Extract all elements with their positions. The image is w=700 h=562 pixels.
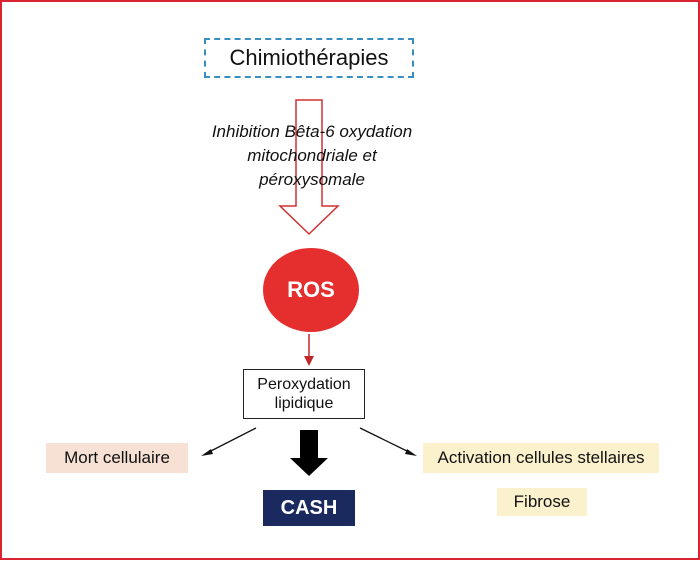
arrow-to-mort xyxy=(206,427,257,454)
mort-cellulaire-box: Mort cellulaire xyxy=(46,443,188,473)
arrow-to-cash xyxy=(290,430,328,476)
cash-label: CASH xyxy=(280,496,338,519)
mort-cellulaire-label: Mort cellulaire xyxy=(64,448,170,467)
peroxydation-line-1: Peroxydation xyxy=(257,376,351,393)
ros-label: ROS xyxy=(287,277,335,302)
fibrose-box: Fibrose xyxy=(497,488,587,516)
arrow-to-mort-head xyxy=(201,449,213,456)
activation-box: Activation cellules stellaires xyxy=(423,443,659,473)
fibrose-label: Fibrose xyxy=(513,492,571,511)
cash-box: CASH xyxy=(263,490,355,526)
ros-circle: ROS xyxy=(263,248,359,332)
ros-to-peroxydation-arrowhead xyxy=(304,356,314,366)
hollow-arrow xyxy=(278,99,340,236)
mechanism-text: Inhibition Bêta-6 oxydation mitochondria… xyxy=(182,120,442,192)
peroxydation-line-2: lipidique xyxy=(274,395,334,412)
mechanism-line-1: Inhibition Bêta-6 oxydation xyxy=(211,122,413,141)
mechanism-line-3: péroxysomale xyxy=(259,170,365,189)
chemotherapy-label: Chimiothérapies xyxy=(229,45,389,70)
arrow-to-activation xyxy=(359,427,412,454)
activation-label: Activation cellules stellaires xyxy=(437,448,645,467)
arrow-to-activation-head xyxy=(405,449,417,456)
chemotherapy-box: Chimiothérapies xyxy=(204,38,414,78)
mechanism-line-2: mitochondriale et xyxy=(247,146,377,165)
peroxydation-box: Peroxydation lipidique xyxy=(243,369,365,419)
